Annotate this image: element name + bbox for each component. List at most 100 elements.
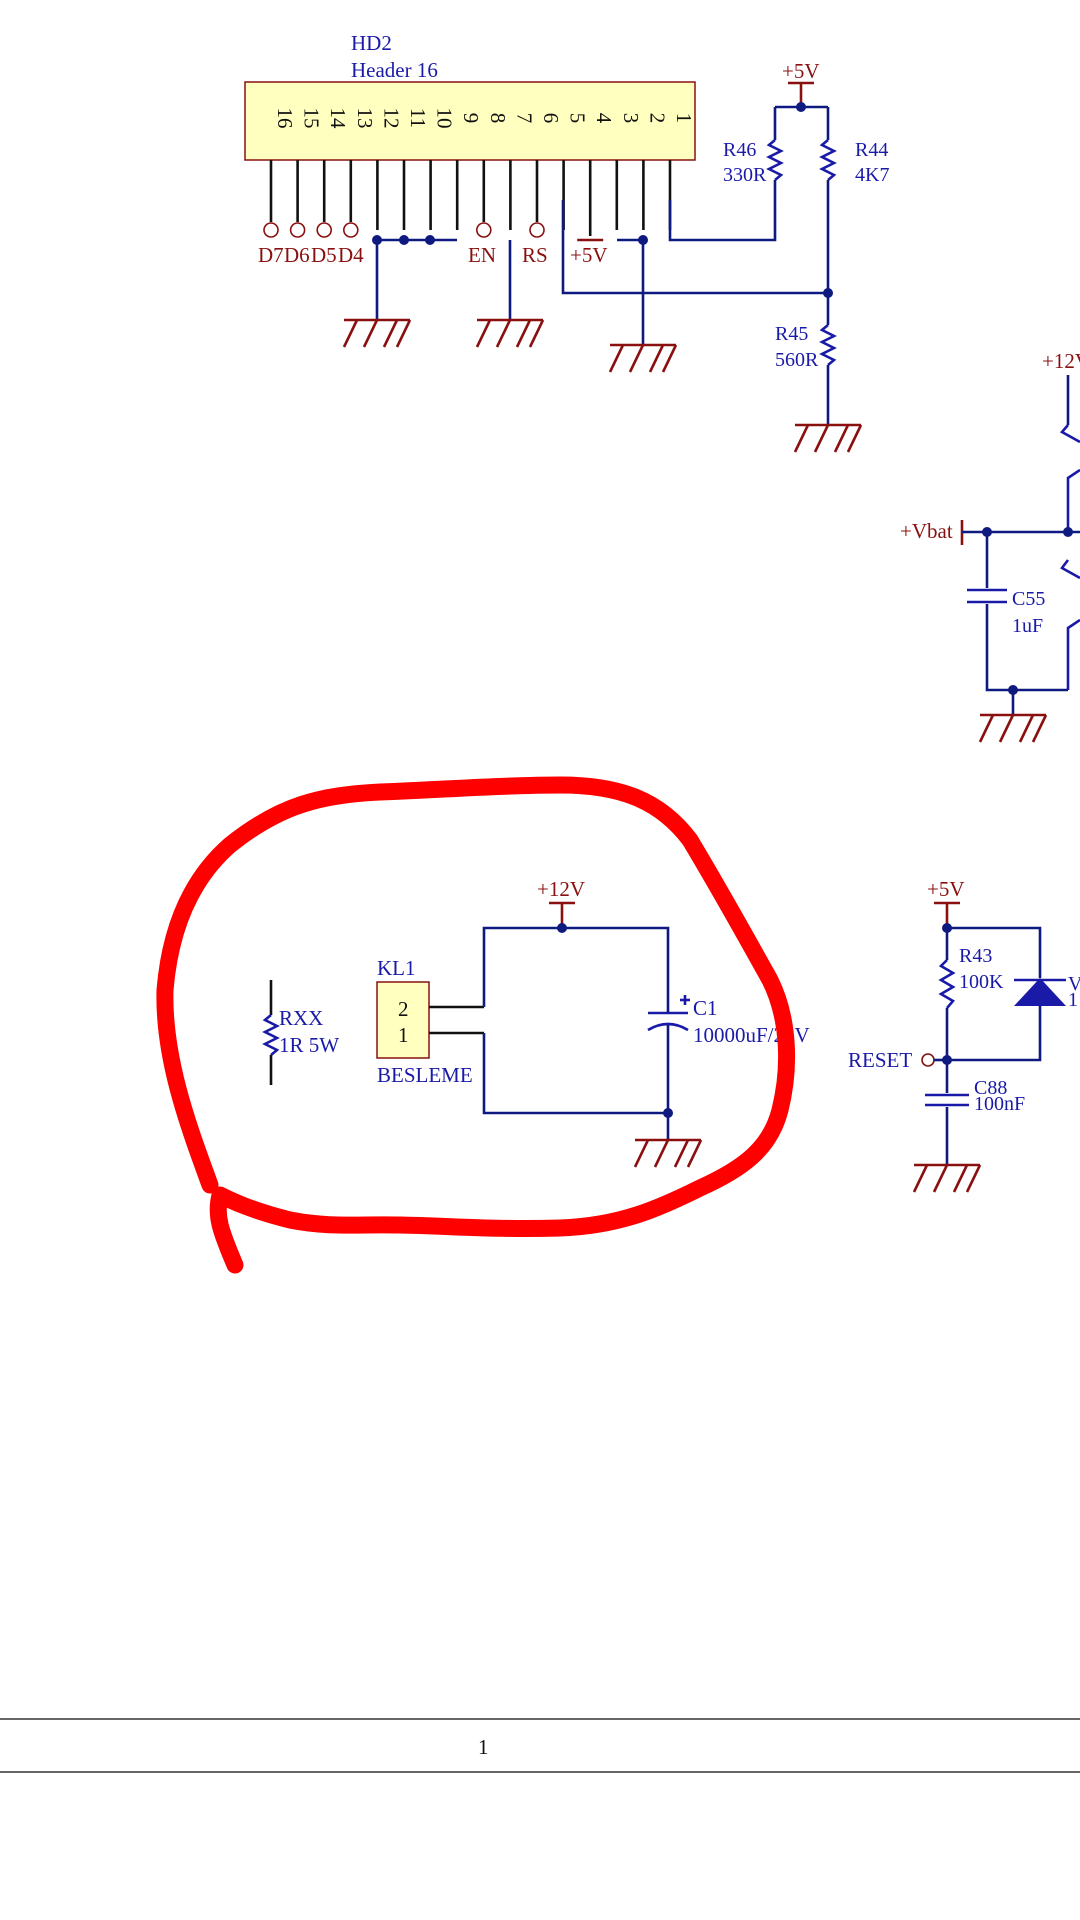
header-pin-open-16 <box>263 222 279 238</box>
p12v-right-label: +12V <box>1042 349 1080 373</box>
r46-body <box>766 139 784 181</box>
r44-ref: R44 <box>855 139 888 161</box>
kl1-pin-2: 2 <box>398 997 409 1021</box>
ground-stroke <box>1018 714 1035 743</box>
footer-title-block: 1 <box>0 1718 1080 1773</box>
header-pin-13: 13 <box>353 108 377 129</box>
r43-ref: R43 <box>959 945 992 967</box>
ground-stroke <box>628 344 645 373</box>
net-label-d6: D6 <box>284 243 310 267</box>
r46-ref: R46 <box>723 139 756 161</box>
ground-stroke <box>846 424 863 453</box>
ground-stroke <box>475 319 492 348</box>
c55-value: 1uF <box>1012 615 1043 637</box>
header-ref: HD2 <box>351 31 392 55</box>
net-label-en: EN <box>468 243 496 267</box>
vbat-c55-section: +12V +Vbat C55 1uF <box>900 349 1080 715</box>
net-label-d5: D5 <box>311 243 337 267</box>
p12v-mid-label: +12V <box>537 877 585 901</box>
ground-stroke <box>382 319 399 348</box>
header-pin-11: 11 <box>406 108 430 128</box>
header-pin-open-6 <box>529 222 545 238</box>
ground-stroke <box>912 1164 929 1193</box>
net-label-d4: D4 <box>338 243 364 267</box>
header-pin-open-13 <box>342 222 359 238</box>
header-pin-leads <box>263 160 672 242</box>
page-number: 1 <box>478 1735 489 1759</box>
net-label-rs: RS <box>522 243 548 267</box>
header-pin-10: 10 <box>433 108 457 129</box>
diode-ref-partial: V <box>1068 973 1080 995</box>
r44-body <box>819 139 837 181</box>
vbat-label: +Vbat <box>900 519 953 543</box>
c1-ref: C1 <box>693 996 718 1020</box>
kl1-pin-1: 1 <box>398 1023 409 1047</box>
ground-stroke <box>661 344 678 373</box>
ground-stroke <box>833 424 850 453</box>
ground-stroke <box>978 714 995 743</box>
header-pin-6: 6 <box>539 113 563 124</box>
header-pin-12: 12 <box>379 108 403 129</box>
ground-symbol <box>342 318 412 348</box>
c88-ref: C88 <box>974 1077 1007 1099</box>
r46-value: 330R <box>723 164 767 186</box>
header-pin-5: 5 <box>566 113 590 124</box>
ground-stroke <box>362 319 379 348</box>
p5v-reset-label: +5V <box>927 877 965 901</box>
rxx-ref: RXX <box>279 1006 323 1030</box>
r45-value: 560R <box>775 349 819 371</box>
r45-body <box>819 324 837 366</box>
rxx-value: 1R 5W <box>279 1033 339 1057</box>
kl1-ref: KL1 <box>377 956 416 980</box>
ground-stroke <box>608 344 625 373</box>
header-pin-2: 2 <box>645 113 669 124</box>
r44-value: 4K7 <box>855 164 889 186</box>
kl1-c1-section: KL1 2 1 BESLEME +12V C1 10000uF/25V <box>376 877 810 1140</box>
r46-r44-network: +5V R46 330R R44 4K7 R45 560R <box>723 59 889 425</box>
ground-stroke <box>686 1139 703 1168</box>
ground-stroke <box>965 1164 982 1193</box>
top-5v-label: +5V <box>782 59 820 83</box>
ground-stroke <box>673 1139 690 1168</box>
header-pin-9: 9 <box>459 113 483 124</box>
ground-stroke <box>813 424 830 453</box>
header-name: Header 16 <box>351 58 438 82</box>
reset-circuit: +5V R43 100K V 1 RESET C88 100nF <box>848 877 1080 1165</box>
ground-stroke <box>528 319 545 348</box>
r45-ref: R45 <box>775 323 808 345</box>
ground-stroke <box>1031 714 1048 743</box>
header-wiring <box>372 200 828 345</box>
header-pin-open-8 <box>475 222 492 238</box>
r43-value: 100K <box>959 971 1004 993</box>
header-pin-14: 14 <box>326 108 350 130</box>
pin4-power-label: +5V <box>570 243 608 267</box>
header-pin-4: 4 <box>592 113 616 124</box>
header-pin-3: 3 <box>619 113 643 124</box>
header-pin-7: 7 <box>512 113 536 124</box>
ground-stroke <box>952 1164 969 1193</box>
ground-stroke <box>648 344 665 373</box>
ground-symbol <box>633 1138 703 1168</box>
ground-stroke <box>998 714 1015 743</box>
ground-symbol <box>978 713 1048 743</box>
ground-symbol <box>475 318 545 348</box>
ground-stroke <box>495 319 512 348</box>
ground-stroke <box>633 1139 650 1168</box>
ground-symbol <box>793 423 863 453</box>
diode-value-partial: 1 <box>1068 989 1078 1011</box>
header-pin-open-15 <box>289 222 306 238</box>
header-pin-8: 8 <box>486 113 510 124</box>
diode-body <box>1014 978 1066 1006</box>
kl1-name: BESLEME <box>377 1063 473 1087</box>
header-pin-15: 15 <box>300 108 324 129</box>
red-highlight-circle <box>156 776 796 1274</box>
ground-stroke <box>515 319 532 348</box>
ground-symbol <box>912 1163 982 1193</box>
reset-label: RESET <box>848 1048 912 1072</box>
ground-stroke <box>342 319 359 348</box>
kl1-body <box>376 981 430 1059</box>
ground-stroke <box>653 1139 670 1168</box>
